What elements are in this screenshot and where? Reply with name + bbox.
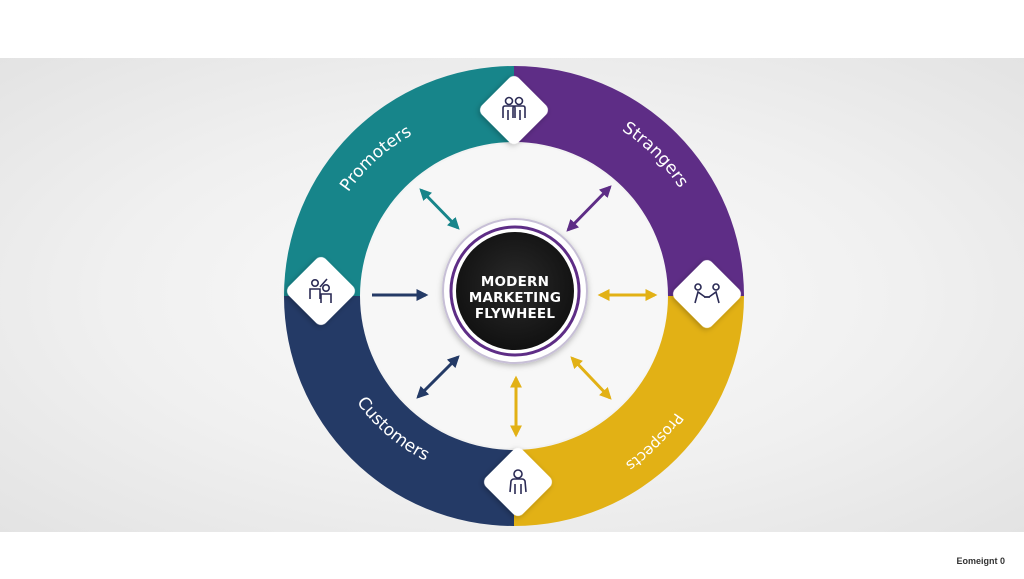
segment-prospects <box>514 296 744 526</box>
node-right <box>673 260 741 328</box>
arrow-navy-lower <box>416 355 460 399</box>
hub: MODERN MARKETING FLYWHEEL <box>442 218 588 364</box>
segment-strangers <box>514 66 744 296</box>
handshake-icon <box>694 283 720 304</box>
arrows <box>372 185 658 438</box>
hub-line-2: MARKETING <box>469 290 561 306</box>
segment-promoters <box>284 66 514 296</box>
person-icon <box>509 469 527 494</box>
node-bottom <box>484 448 552 516</box>
arrow-teal <box>419 188 460 230</box>
node-left <box>287 257 355 325</box>
segment-customers <box>284 296 514 526</box>
people-group-icon <box>502 96 526 120</box>
people-presenting-icon <box>309 278 332 303</box>
arrow-purple <box>566 185 612 232</box>
node-top <box>480 76 548 144</box>
footer-text: Eomeignt 0 <box>956 556 1005 566</box>
hub-line-1: MODERN <box>481 274 549 290</box>
arrow-gold-lower <box>570 356 612 400</box>
hub-line-3: FLYWHEEL <box>475 306 556 322</box>
